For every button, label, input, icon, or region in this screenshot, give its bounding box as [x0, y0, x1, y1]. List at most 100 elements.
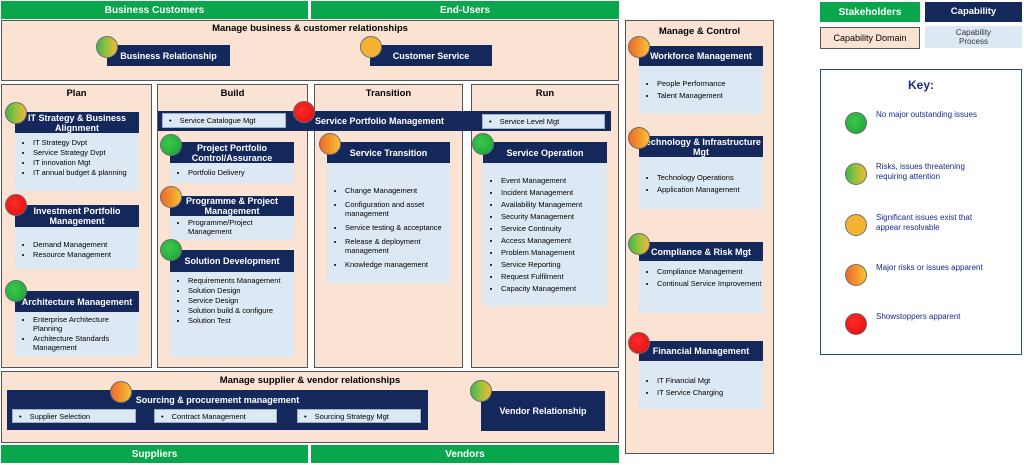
- build-domain-title: Build: [220, 88, 245, 99]
- status-investment-portfolio: [5, 194, 27, 216]
- status-service-transition: [319, 133, 341, 155]
- process-item: Service Reporting: [501, 260, 607, 269]
- process-item: Talent Management: [657, 91, 763, 100]
- investment-portfolio-capability[interactable]: Investment Portfolio Management: [15, 205, 139, 227]
- process-item: Service Design: [188, 296, 294, 305]
- legend-capability-process: Capability Process: [925, 26, 1022, 48]
- service-level-chip: Service Level Mgt: [482, 114, 605, 129]
- status-business-relationship: [96, 36, 118, 58]
- process-item: Technology Operations: [657, 173, 763, 182]
- process-item: Demand Management: [33, 240, 139, 249]
- it-strategy-capability[interactable]: IT Strategy & Business Alignment: [15, 112, 139, 133]
- contract-management-chip: Contract Management: [154, 409, 277, 423]
- legend-capability: Capability: [925, 2, 1022, 22]
- technology-process-list: Technology Operations Application Manage…: [639, 157, 763, 209]
- process-item: Architecture Standards Management: [33, 334, 139, 352]
- process-item: Solution Design: [188, 286, 294, 295]
- status-sourcing-procurement: [110, 381, 132, 403]
- process-item: People Performance: [657, 79, 763, 88]
- business-customer-domain-title: Manage business & customer relationships: [212, 23, 408, 34]
- key-orange-text: Major risks or issues apparent: [876, 263, 983, 272]
- technology-infrastructure-capability[interactable]: Technology & Infrastructure Mgt: [639, 136, 763, 157]
- status-it-strategy: [5, 102, 27, 124]
- process-item: Capacity Management: [501, 284, 607, 293]
- process-item: Security Management: [501, 212, 607, 221]
- project-portfolio-capability[interactable]: Project Portfolio Control/Assurance: [170, 142, 294, 163]
- status-compliance-risk: [628, 233, 650, 255]
- key-amber-icon: [845, 214, 867, 236]
- process-item: Compliance Management: [657, 267, 763, 276]
- process-item: Availability Management: [501, 200, 607, 209]
- process-item: Solution build & configure: [188, 306, 294, 315]
- programme-process-list: Programme/Project Management: [170, 216, 294, 240]
- status-customer-service: [360, 36, 382, 58]
- key-yellow-green-text: Risks, issues threatening requiring atte…: [876, 162, 965, 181]
- supplier-selection-label: Supplier Selection: [29, 411, 91, 421]
- process-item: Continual Service Improvement: [657, 279, 763, 288]
- key-title: Key:: [907, 78, 934, 92]
- service-level-label: Service Level Mgt: [499, 117, 560, 126]
- customer-service-capability[interactable]: Customer Service: [370, 45, 492, 66]
- manage-control-domain-title: Manage & Control: [658, 26, 741, 37]
- project-portfolio-process-list: Portfolio Delivery: [170, 163, 294, 183]
- key-green-text: No major outstanding issues: [876, 110, 977, 119]
- service-catalogue-chip: Service Catalogue Mgt: [162, 113, 286, 128]
- run-domain-title: Run: [535, 88, 555, 99]
- process-item: Enterprise Architecture Planning: [33, 315, 139, 333]
- solution-development-capability[interactable]: Solution Development: [170, 250, 294, 272]
- process-item: Requirements Management: [188, 276, 294, 285]
- process-item: Solution Test: [188, 316, 294, 325]
- service-transition-capability[interactable]: Service Transition: [327, 142, 450, 163]
- process-item: Portfolio Delivery: [188, 168, 294, 177]
- sourcing-strategy-label: Sourcing Strategy Mgt: [314, 411, 389, 421]
- status-vendor-relationship: [470, 380, 492, 402]
- status-service-portfolio: [293, 101, 315, 123]
- process-item: Service testing & acceptance: [345, 223, 450, 232]
- workforce-capability[interactable]: Workforce Management: [639, 46, 763, 66]
- service-operation-capability[interactable]: Service Operation: [483, 142, 607, 163]
- service-catalogue-label: Service Catalogue Mgt: [179, 116, 256, 125]
- status-programme-project: [160, 186, 182, 208]
- process-item: Release & deployment management: [345, 237, 450, 255]
- status-technology-infrastructure: [628, 127, 650, 149]
- architecture-process-list: Enterprise Architecture Planning Archite…: [15, 312, 139, 356]
- process-item: Application Management: [657, 185, 763, 194]
- business-relationship-capability[interactable]: Business Relationship: [107, 45, 230, 66]
- key-red-text: Showstoppers apparent: [876, 312, 961, 321]
- vendor-relationship-capability[interactable]: Vendor Relationship: [481, 391, 605, 431]
- process-item: Access Management: [501, 236, 607, 245]
- key-orange-icon: [845, 264, 867, 286]
- solution-process-list: Requirements Management Solution Design …: [170, 272, 294, 357]
- plan-domain-title: Plan: [66, 88, 87, 99]
- key-panel: [820, 69, 1022, 355]
- process-item: Service Strategy Dvpt: [33, 148, 139, 157]
- contract-management-label: Contract Management: [171, 411, 246, 421]
- process-item: IT Financial Mgt: [657, 376, 763, 385]
- status-service-operation: [472, 133, 494, 155]
- end-users-bar: End-Users: [311, 1, 619, 19]
- key-yellow-green-icon: [845, 163, 867, 185]
- status-solution-development: [160, 239, 182, 261]
- architecture-capability[interactable]: Architecture Management: [15, 291, 139, 312]
- sourcing-strategy-chip: Sourcing Strategy Mgt: [297, 409, 421, 423]
- it-strategy-process-list: IT Strategy Dvpt Service Strategy Dvpt I…: [15, 133, 139, 191]
- process-item: Change Management: [345, 186, 450, 195]
- compliance-risk-capability[interactable]: Compliance & Risk Mgt: [639, 242, 763, 261]
- sourcing-procurement-label: Sourcing & procurement management: [135, 395, 300, 405]
- status-workforce: [628, 36, 650, 58]
- legend-capability-process-label: Capability Process: [955, 28, 992, 46]
- service-operation-process-list: Event Management Incident Management Ava…: [483, 163, 607, 306]
- financial-management-capability[interactable]: Financial Management: [639, 341, 763, 361]
- workforce-process-list: People Performance Talent Management: [639, 66, 763, 114]
- financial-process-list: IT Financial Mgt IT Service Charging: [639, 361, 763, 409]
- business-customers-bar: Business Customers: [1, 1, 308, 19]
- status-architecture: [5, 280, 27, 302]
- status-financial-management: [628, 332, 650, 354]
- supplier-selection-chip: Supplier Selection: [12, 409, 136, 423]
- process-item: IT annual budget & planning: [33, 168, 139, 177]
- process-item: Problem Management: [501, 248, 607, 257]
- process-item: Incident Management: [501, 188, 607, 197]
- key-amber-text: Significant issues exist that appear res…: [876, 213, 973, 232]
- programme-project-capability[interactable]: Programme & Project Management: [170, 196, 294, 216]
- investment-process-list: Demand Management Resource Management: [15, 227, 139, 269]
